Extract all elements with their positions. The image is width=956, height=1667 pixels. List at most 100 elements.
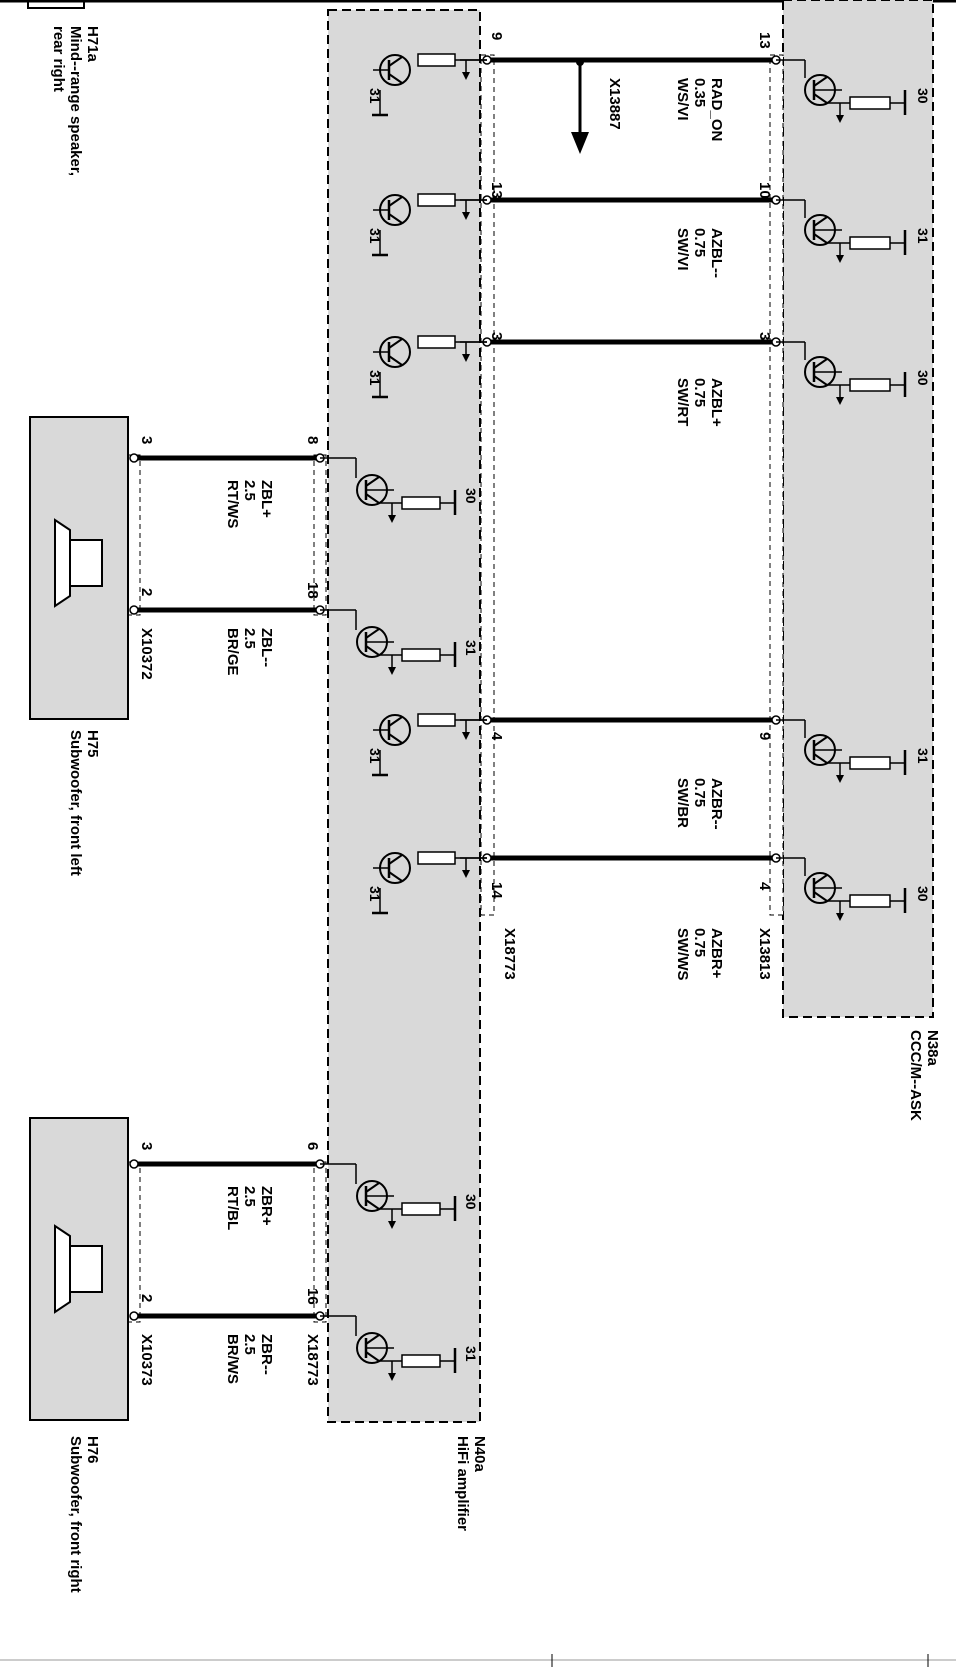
ground-label: 30 <box>463 1194 479 1210</box>
connector-x10372: X10372 <box>138 628 155 680</box>
transistor-emitter <box>388 733 403 744</box>
ground-label: 31 <box>915 228 931 244</box>
transistor-icon <box>804 734 842 766</box>
component-h71a-title: H71a Mind--range speaker, rear right <box>50 26 101 176</box>
wire-label-azbr-plus: AZBR+ 0.75 SW/WS <box>674 928 725 981</box>
ground-label: 30 <box>463 488 479 504</box>
ground-label: 31 <box>367 886 383 902</box>
resistor-icon <box>849 378 891 392</box>
resistor-icon <box>849 894 891 908</box>
svg-text:2.5: 2.5 <box>241 1334 258 1355</box>
transistor-icon <box>373 194 411 226</box>
component-n38a-title: N38a CCC/M--ASK <box>907 1030 941 1121</box>
svg-text:ZBL+: ZBL+ <box>258 480 275 518</box>
resistor-icon <box>417 335 456 349</box>
transistor-collector <box>813 358 828 369</box>
wire-label-rad-on: RAD_ON 0.35 WS/VI <box>674 78 725 141</box>
svg-text:2.5: 2.5 <box>241 480 258 501</box>
transistor-icon <box>373 54 411 86</box>
svg-text:H76: H76 <box>84 1436 101 1464</box>
resistor-body <box>417 713 456 727</box>
svg-text:SW/WS: SW/WS <box>674 928 691 981</box>
svg-text:HiFi amplifier: HiFi amplifier <box>454 1436 471 1531</box>
transistor-icon <box>356 626 394 658</box>
resistor-body <box>849 756 891 770</box>
component-h75-title: H75 Subwoofer, front left <box>67 730 101 876</box>
svg-text:0.75: 0.75 <box>691 928 708 957</box>
svg-text:rear right: rear right <box>50 26 67 92</box>
svg-text:RT/WS: RT/WS <box>224 480 241 528</box>
svg-text:N40a: N40a <box>471 1436 488 1473</box>
resistor-icon <box>417 851 456 865</box>
connector-x13813: X13813 <box>756 928 773 980</box>
svg-text:Subwoofer, front right: Subwoofer, front right <box>67 1436 84 1593</box>
pin-h75-2: 2 <box>138 588 155 596</box>
svg-text:SW/VI: SW/VI <box>674 228 691 271</box>
transistor-collector <box>388 854 403 865</box>
resistor-body <box>849 236 891 250</box>
pin-n40a-18: 18 <box>304 582 321 599</box>
resistor-body <box>417 335 456 349</box>
pin-n40a-6: 6 <box>304 1142 321 1150</box>
wire-label-zbr-minus: ZBR-- 2.5 BR/WS <box>224 1334 275 1384</box>
ground-arrow-icon <box>462 72 470 80</box>
resistor-body <box>401 1354 441 1368</box>
pin-n40a-4: 4 <box>488 732 505 741</box>
transistor-emitter <box>365 645 380 656</box>
pin-n40a-3: 3 <box>488 332 505 340</box>
svg-text:0.75: 0.75 <box>691 378 708 407</box>
svg-text:AZBR+: AZBR+ <box>708 928 725 979</box>
x18773-speaker-strip-right <box>313 1161 327 1323</box>
resistor-icon <box>417 193 456 207</box>
x13813-connector-strip <box>769 54 784 916</box>
transistor-icon <box>804 214 842 246</box>
ground-label: 31 <box>367 370 383 386</box>
pin-h76-2: 2 <box>138 1294 155 1302</box>
speaker-icon <box>69 1245 103 1293</box>
connector-x18773-lower: X18773 <box>304 1334 321 1386</box>
transistor-collector <box>365 476 380 487</box>
svg-text:AZBL--: AZBL-- <box>708 228 725 278</box>
svg-text:H75: H75 <box>84 730 101 758</box>
subwoofer-front-right <box>29 1117 129 1421</box>
transistor-emitter <box>813 891 828 902</box>
pin-h76-3: 3 <box>138 1142 155 1150</box>
svg-text:0.75: 0.75 <box>691 228 708 257</box>
transistor-collector <box>388 196 403 207</box>
svg-text:H71a: H71a <box>84 26 101 63</box>
ground-arrow-icon <box>388 1221 396 1229</box>
ground-label: 31 <box>463 640 479 656</box>
svg-text:N38a: N38a <box>924 1030 941 1067</box>
resistor-icon <box>849 96 891 110</box>
ground-label: 31 <box>367 748 383 764</box>
connector-x10373: X10373 <box>138 1334 155 1386</box>
svg-text:SW/BR: SW/BR <box>674 778 691 828</box>
wire-label-azbr-minus: AZBR-- 0.75 SW/BR <box>674 778 725 830</box>
ground-label: 31 <box>367 228 383 244</box>
component-n40a-title: N40a HiFi amplifier <box>454 1436 488 1531</box>
svg-text:BR/WS: BR/WS <box>224 1334 241 1384</box>
transistor-emitter <box>813 375 828 386</box>
svg-text:Subwoofer, front left: Subwoofer, front left <box>67 730 84 876</box>
resistor-body <box>417 851 456 865</box>
transistor-icon <box>373 714 411 746</box>
wire-label-zbl-plus: ZBL+ 2.5 RT/WS <box>224 480 275 528</box>
transistor-icon <box>356 1180 394 1212</box>
pin-n40a-16: 16 <box>304 1288 321 1305</box>
pin-terminal <box>129 1311 139 1321</box>
transistor-emitter <box>388 871 403 882</box>
pin-terminal <box>129 1159 139 1169</box>
transistor-icon <box>373 852 411 884</box>
transistor-emitter <box>388 73 403 84</box>
pin-n40a-9: 9 <box>488 32 505 40</box>
svg-text:ZBL--: ZBL-- <box>258 628 275 667</box>
resistor-body <box>401 1202 441 1216</box>
transistor-emitter <box>365 493 380 504</box>
ground-label: 30 <box>915 88 931 104</box>
svg-text:ZBR--: ZBR-- <box>258 1334 275 1375</box>
ground-arrow-icon <box>462 732 470 740</box>
transistor-collector <box>813 874 828 885</box>
pin-n40a-8: 8 <box>304 436 321 444</box>
transistor-collector <box>813 76 828 87</box>
